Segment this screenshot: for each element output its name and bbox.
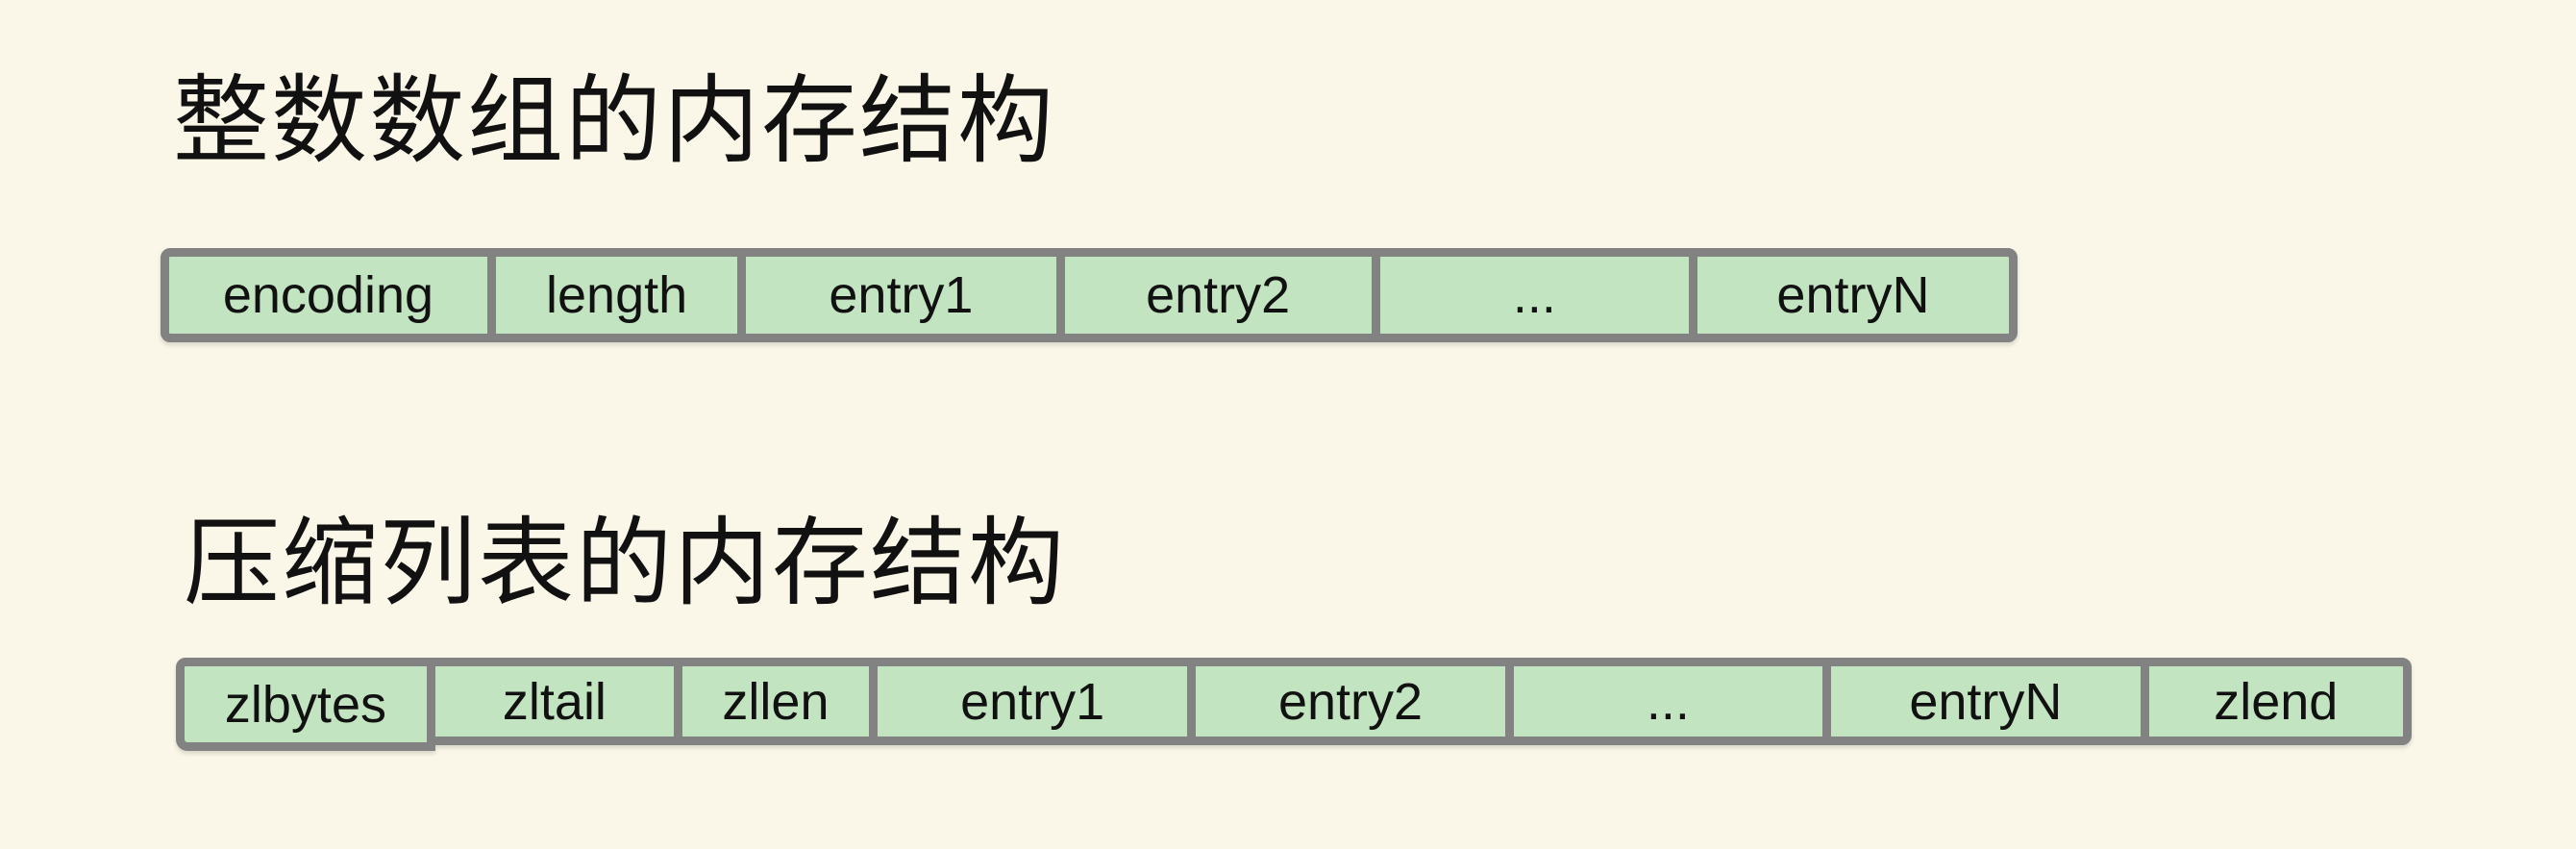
cell-entry1: entry1	[737, 248, 1065, 342]
cell-entry2: entry2	[1187, 658, 1514, 745]
cell-entry2: entry2	[1055, 248, 1380, 342]
cell-encoding: encoding	[161, 248, 496, 342]
cell-entryn: entryN	[1688, 248, 2018, 342]
cell-ellipsis: ...	[1371, 248, 1697, 342]
intset-section-title: 整数数组的内存结构	[173, 67, 1055, 175]
cell-entryn: entryN	[1822, 658, 2149, 745]
cell-length: length	[486, 248, 747, 342]
cell-entry1: entry1	[868, 658, 1197, 745]
cell-zlbytes: zlbytes	[176, 658, 435, 751]
cell-zltail: zltail	[426, 658, 682, 745]
cell-ellipsis: ...	[1504, 658, 1832, 745]
cell-zllen: zllen	[673, 658, 878, 745]
ziplist-section-title: 压缩列表的内存结构	[184, 510, 1066, 617]
cell-zlend: zlend	[2140, 658, 2412, 745]
